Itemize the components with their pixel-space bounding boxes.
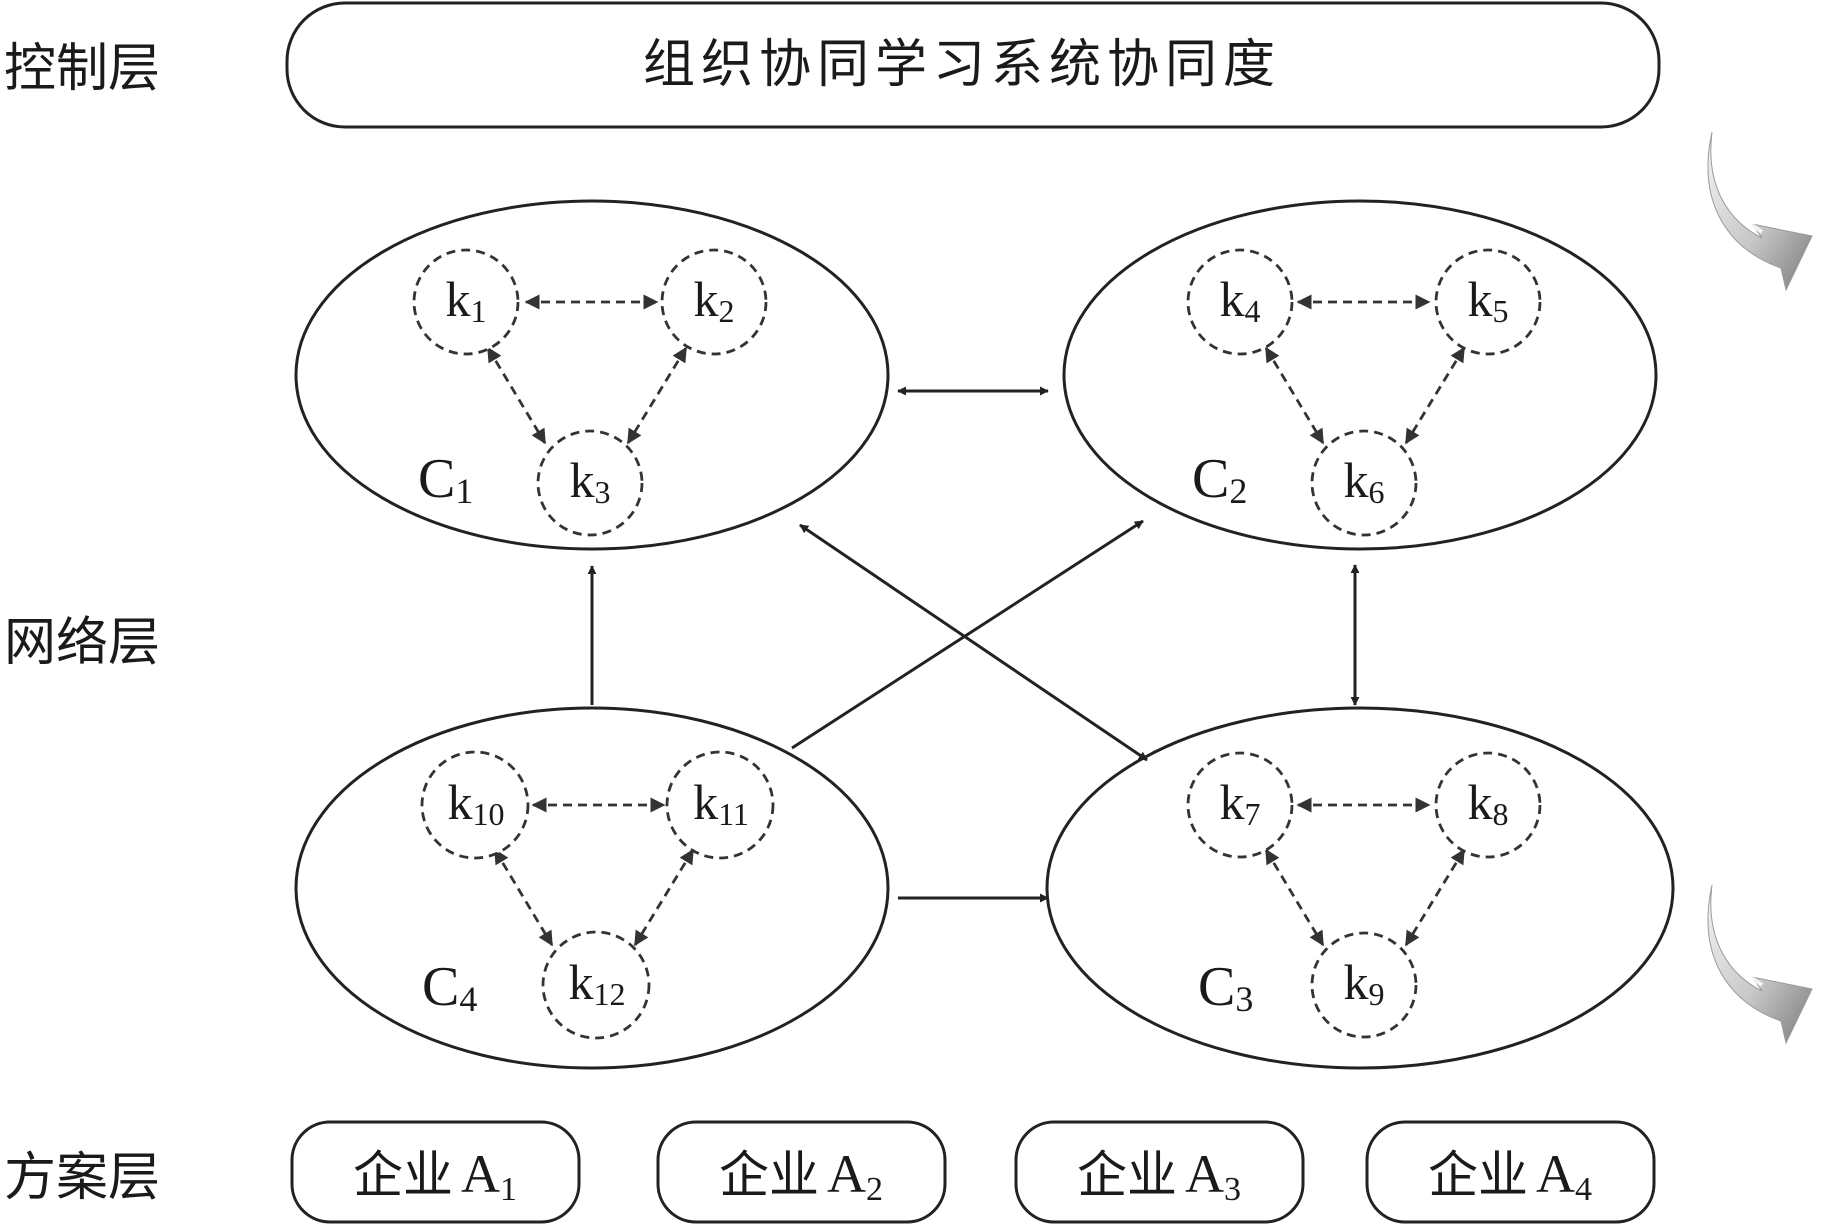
node-k3-label: k3 bbox=[570, 452, 611, 510]
dash-k4-k6 bbox=[1264, 346, 1325, 445]
cluster-c1-label: C1 bbox=[418, 448, 473, 511]
node-k6 bbox=[1310, 429, 1418, 537]
dash-k1-k3 bbox=[486, 346, 547, 445]
node-k4 bbox=[1186, 248, 1294, 356]
node-k2 bbox=[660, 248, 768, 356]
node-k8 bbox=[1434, 751, 1542, 859]
node-k10-label: k10 bbox=[448, 774, 505, 832]
layer-label-control: 控制层 bbox=[4, 39, 160, 99]
node-k12 bbox=[541, 930, 651, 1040]
node-k2-label: k2 bbox=[694, 271, 735, 329]
layer-label-network: 网络层 bbox=[4, 613, 160, 673]
dash-k11-k12 bbox=[633, 848, 695, 947]
node-k1 bbox=[412, 248, 520, 356]
node-k8-label: k8 bbox=[1468, 774, 1509, 832]
curved-arrow-icon bbox=[1707, 131, 1813, 292]
curved-arrow-icon bbox=[1707, 884, 1813, 1045]
node-k11-label: k11 bbox=[693, 774, 749, 832]
cluster-c2-label: C2 bbox=[1192, 448, 1247, 511]
alternative-a2-box bbox=[656, 1120, 947, 1224]
node-k7 bbox=[1186, 751, 1294, 859]
node-k7-label: k7 bbox=[1220, 774, 1261, 832]
link-c1-c3 bbox=[799, 523, 1148, 762]
control-box-label: 组织协同学习系统协同度 bbox=[643, 35, 1281, 95]
dash-k2-k3 bbox=[626, 346, 688, 445]
node-k9 bbox=[1310, 931, 1418, 1039]
dash-k7-k9 bbox=[1264, 848, 1325, 947]
node-k9-label: k9 bbox=[1344, 954, 1385, 1012]
alternative-a3-box bbox=[1014, 1120, 1305, 1224]
alternative-a1-box bbox=[290, 1120, 581, 1224]
node-k6-label: k6 bbox=[1344, 452, 1385, 510]
node-k5-label: k5 bbox=[1468, 271, 1509, 329]
dash-k5-k6 bbox=[1404, 346, 1466, 445]
dash-k10-k12 bbox=[493, 848, 554, 947]
node-k11 bbox=[665, 750, 775, 860]
node-k12-label: k12 bbox=[569, 954, 626, 1012]
node-k3 bbox=[536, 429, 644, 537]
alternative-a4-box bbox=[1365, 1120, 1656, 1224]
cluster-c3-label: C3 bbox=[1198, 956, 1253, 1019]
node-k1-label: k1 bbox=[446, 271, 487, 329]
node-k4-label: k4 bbox=[1220, 271, 1261, 329]
dash-k8-k9 bbox=[1404, 848, 1466, 947]
layer-label-scheme: 方案层 bbox=[4, 1148, 160, 1208]
cluster-c4-label: C4 bbox=[422, 956, 477, 1019]
node-k10 bbox=[420, 750, 530, 860]
node-k5 bbox=[1434, 248, 1542, 356]
control-box bbox=[285, 1, 1661, 129]
